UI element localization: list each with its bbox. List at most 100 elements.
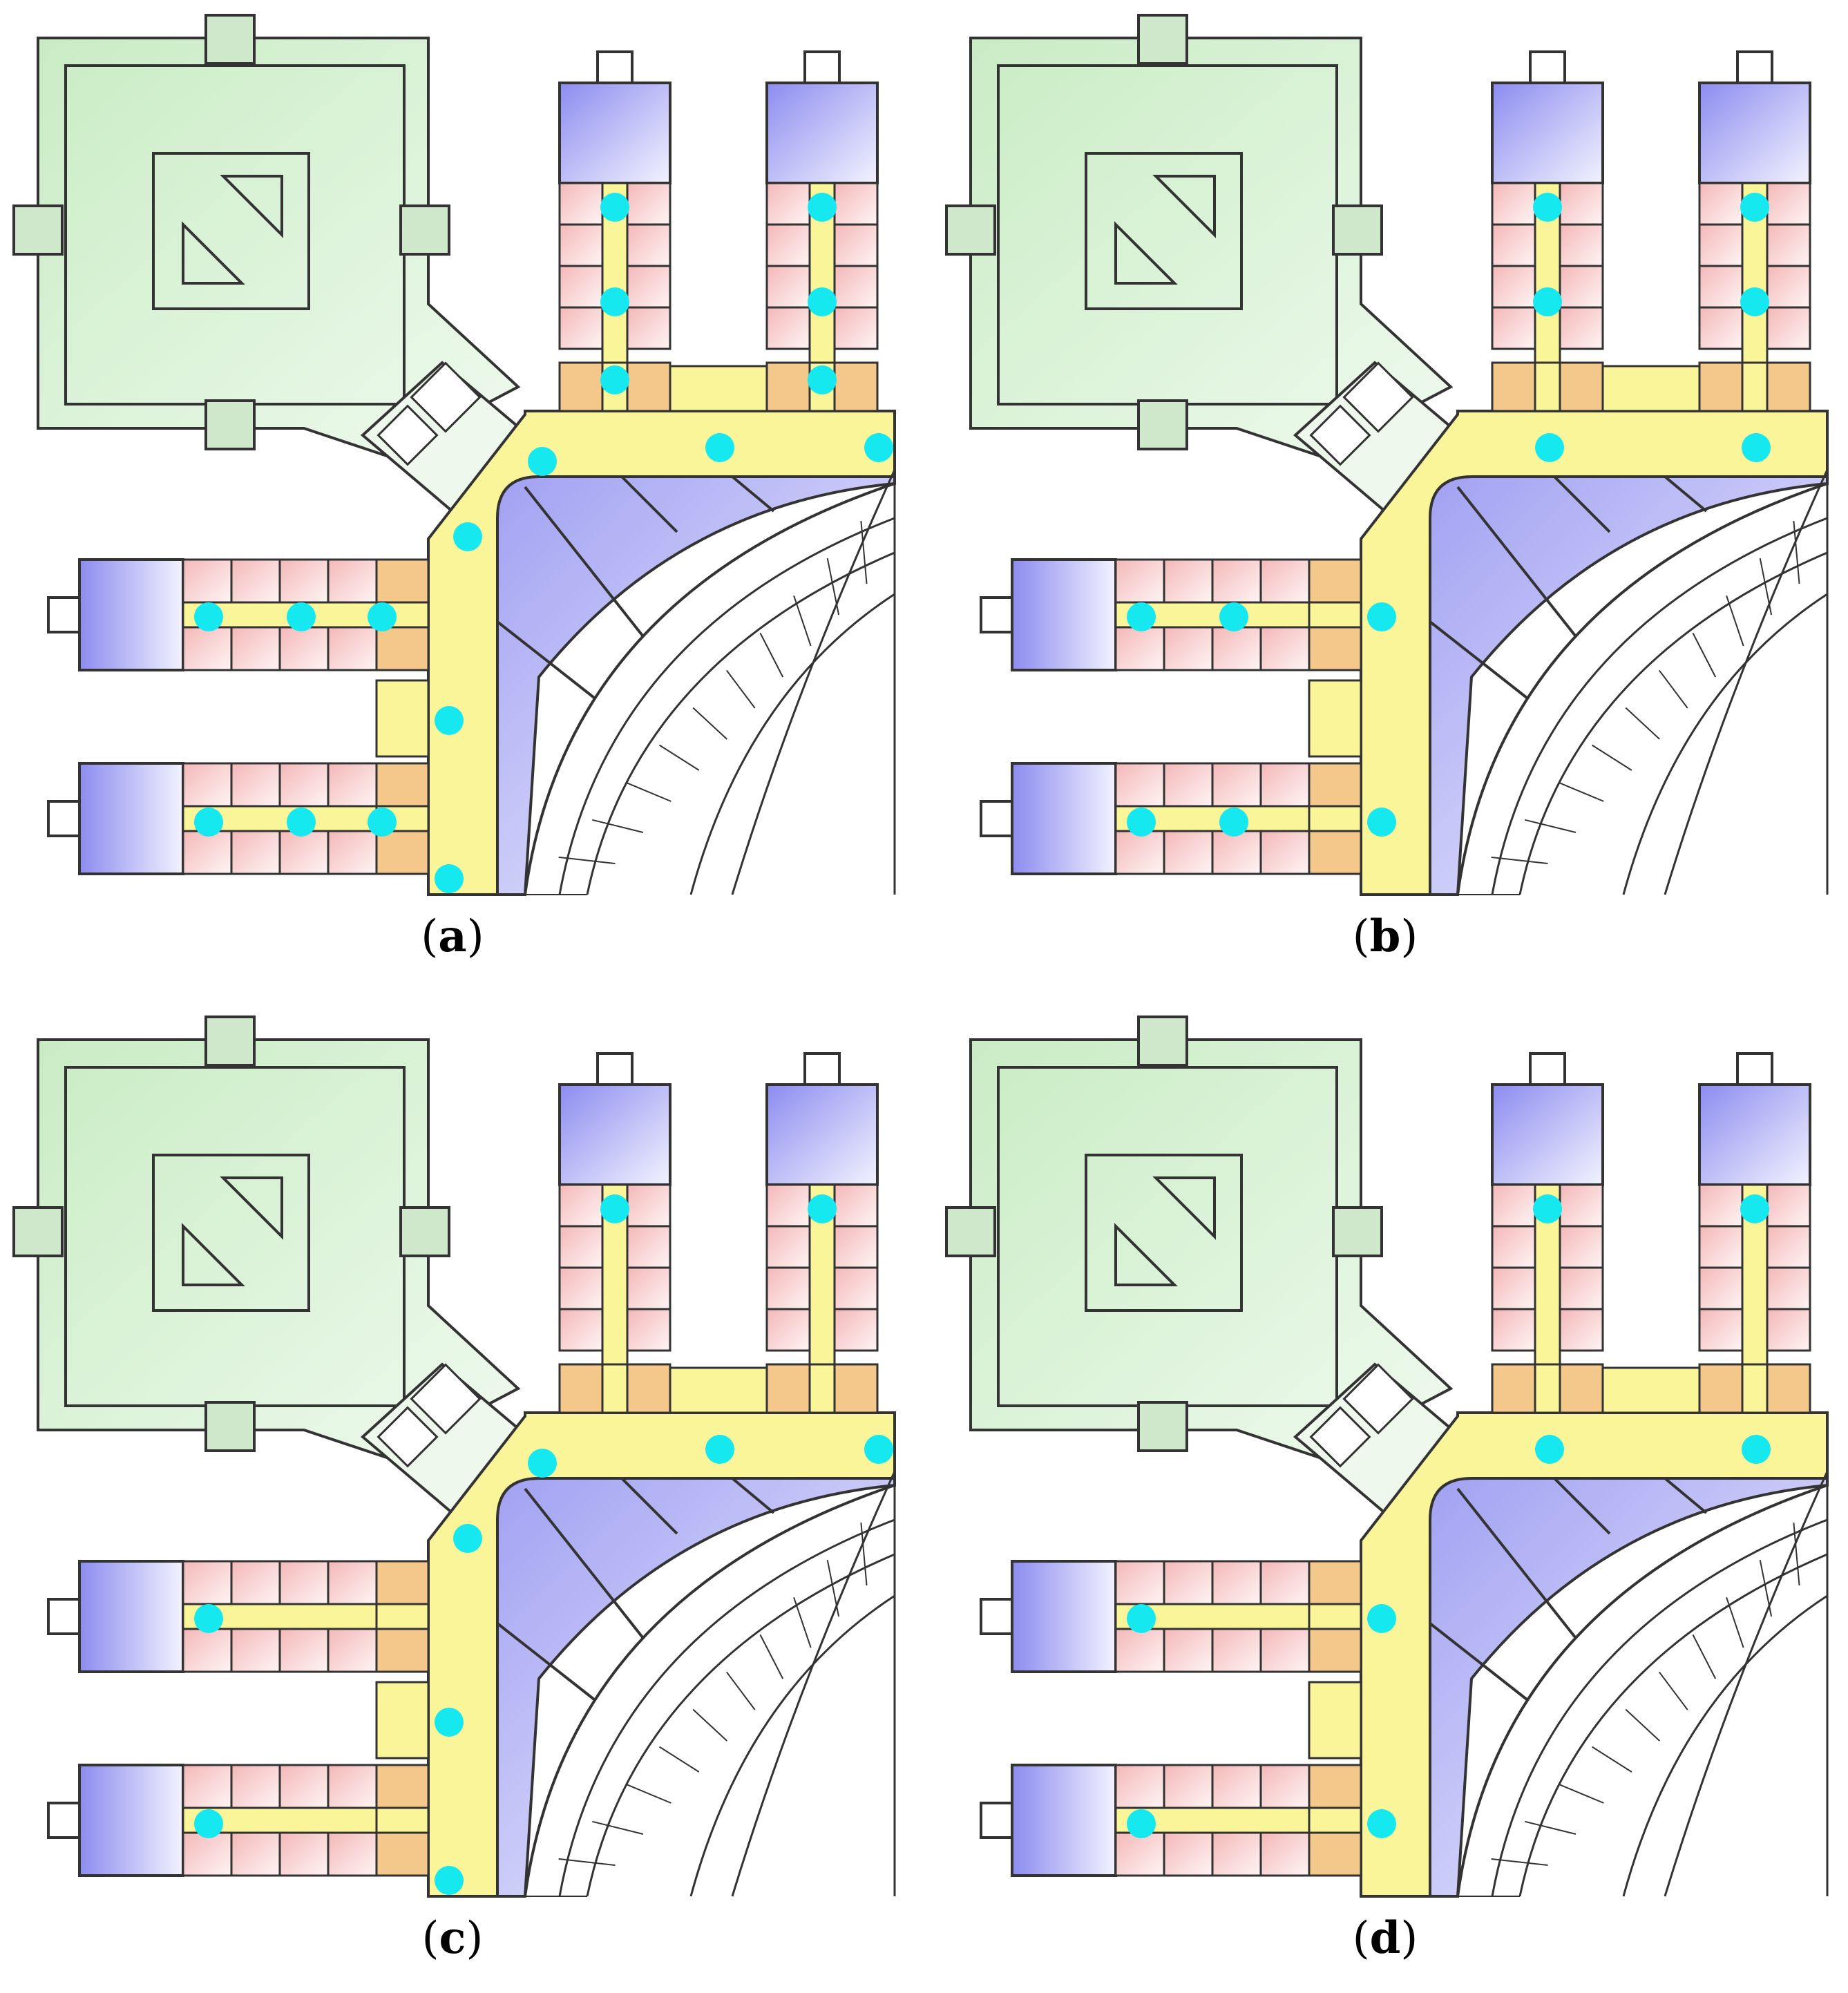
north-wing-2 <box>765 1052 879 1414</box>
patient-room <box>626 265 671 309</box>
patient-room <box>1766 265 1811 309</box>
patient-room <box>626 223 671 267</box>
sensor-marker-corridor-west-2 <box>435 1866 464 1895</box>
west-wing-2 <box>47 762 430 875</box>
sensor-marker-north-wing-2-top <box>1740 193 1769 222</box>
wing-corridor <box>1308 601 1362 629</box>
patient-room <box>1114 626 1165 671</box>
patient-room <box>765 1266 811 1310</box>
wing-end-box <box>980 1598 1013 1635</box>
patient-room <box>182 1831 233 1877</box>
panel-d: (d) <box>933 1002 1838 1993</box>
lobby-west <box>375 1681 430 1760</box>
facade-grid-line <box>1759 557 1773 616</box>
service-room <box>1698 361 1744 412</box>
service-room <box>1698 1363 1744 1414</box>
wing-corridor <box>1534 1363 1561 1414</box>
north-wing-1 <box>1491 1052 1604 1414</box>
sensor-marker-north-wing-1-top <box>1533 193 1562 222</box>
wing-corridor <box>1741 361 1769 412</box>
service-room <box>1308 1560 1362 1605</box>
facade-grid-line <box>759 1634 784 1679</box>
core-entrance-box <box>204 14 256 65</box>
patient-room <box>327 626 378 671</box>
site-boundary <box>731 1471 896 1897</box>
patient-room <box>1163 626 1214 671</box>
caption-open-paren: ( <box>421 911 439 962</box>
patient-room <box>626 306 671 350</box>
floor-plan <box>12 14 896 896</box>
main-corridor <box>1360 1411 1829 1898</box>
patient-room <box>1491 223 1536 267</box>
service-room <box>765 361 811 412</box>
curved-facade-grid-1 <box>558 517 895 895</box>
facade-grid-line <box>1525 1820 1576 1835</box>
patient-room <box>1698 1225 1744 1269</box>
service-room <box>626 361 671 412</box>
patient-room <box>1114 1831 1165 1877</box>
service-room <box>1559 1363 1604 1414</box>
patient-room <box>765 182 811 226</box>
stair-triangle <box>220 175 283 238</box>
sensor-marker-west-wing-2-mid <box>1219 808 1248 837</box>
patient-room <box>182 1628 233 1673</box>
patient-room <box>230 762 281 808</box>
site-boundary <box>1664 469 1829 895</box>
service-room <box>375 762 430 808</box>
facade-grid-line <box>625 781 671 802</box>
north-wing-1 <box>558 1052 671 1414</box>
facade-grid-line <box>793 595 812 647</box>
patient-room <box>558 1308 604 1352</box>
patient-room <box>765 223 811 267</box>
facade-grid-line <box>1726 1596 1744 1648</box>
patient-room <box>1766 182 1811 226</box>
sensor-marker-corridor-north-a <box>1535 1435 1564 1464</box>
facade-grid-line <box>659 744 700 771</box>
ward-divider <box>1429 620 1528 699</box>
patient-room <box>1211 830 1262 875</box>
caption-close-paren: ) <box>466 911 484 962</box>
sensor-marker-west-wing-2-mid <box>287 808 316 837</box>
service-room <box>626 1363 671 1414</box>
patient-room <box>1114 762 1165 808</box>
patient-room <box>626 1308 671 1352</box>
patient-room <box>1259 1764 1311 1809</box>
sensor-marker-west-wing-1-far <box>1127 1604 1156 1633</box>
sensor-marker-corridor-west-b <box>1367 1809 1396 1838</box>
patient-room <box>1211 626 1262 671</box>
core-entrance-box <box>12 1206 64 1257</box>
facade-grid-line <box>826 557 840 616</box>
patient-room <box>182 1560 233 1605</box>
service-room <box>833 1363 879 1414</box>
wing-end-box <box>47 1802 81 1839</box>
core-entrance-box <box>1332 204 1383 256</box>
wing-ward-room <box>558 82 671 184</box>
caption-open-paren: ( <box>1352 1913 1370 1964</box>
north-wing-1 <box>558 50 671 412</box>
sensor-marker-west-wing-1-mid <box>287 602 316 631</box>
wing-ward-room <box>78 1764 184 1877</box>
patient-room <box>1698 223 1744 267</box>
facade-grid-line <box>726 669 756 709</box>
patient-room <box>765 1308 811 1352</box>
patient-room <box>230 558 281 604</box>
patient-room <box>626 1183 671 1228</box>
wing-corridor <box>1308 805 1362 832</box>
patient-room <box>1766 223 1811 267</box>
elevator <box>377 404 439 466</box>
west-wing-2 <box>980 1764 1362 1877</box>
sensor-marker-corridor-north-3 <box>864 1435 893 1464</box>
main-corridor <box>427 1411 896 1898</box>
wing-end-box <box>596 1052 634 1086</box>
wing-ward-room <box>765 82 879 184</box>
facade-grid-line <box>759 632 784 678</box>
sensor-marker-west-wing-1-far <box>194 1604 223 1633</box>
patient-room <box>1259 1628 1311 1673</box>
sensor-marker-corridor-west-2 <box>435 864 464 893</box>
wing-ward-room <box>558 1083 671 1186</box>
patient-room <box>1163 830 1214 875</box>
west-wing-2 <box>980 762 1362 875</box>
panel-caption: (d) <box>933 1912 1838 1964</box>
curved-facade-grid-1 <box>558 1518 895 1897</box>
caption-close-paren: ) <box>1400 911 1418 962</box>
